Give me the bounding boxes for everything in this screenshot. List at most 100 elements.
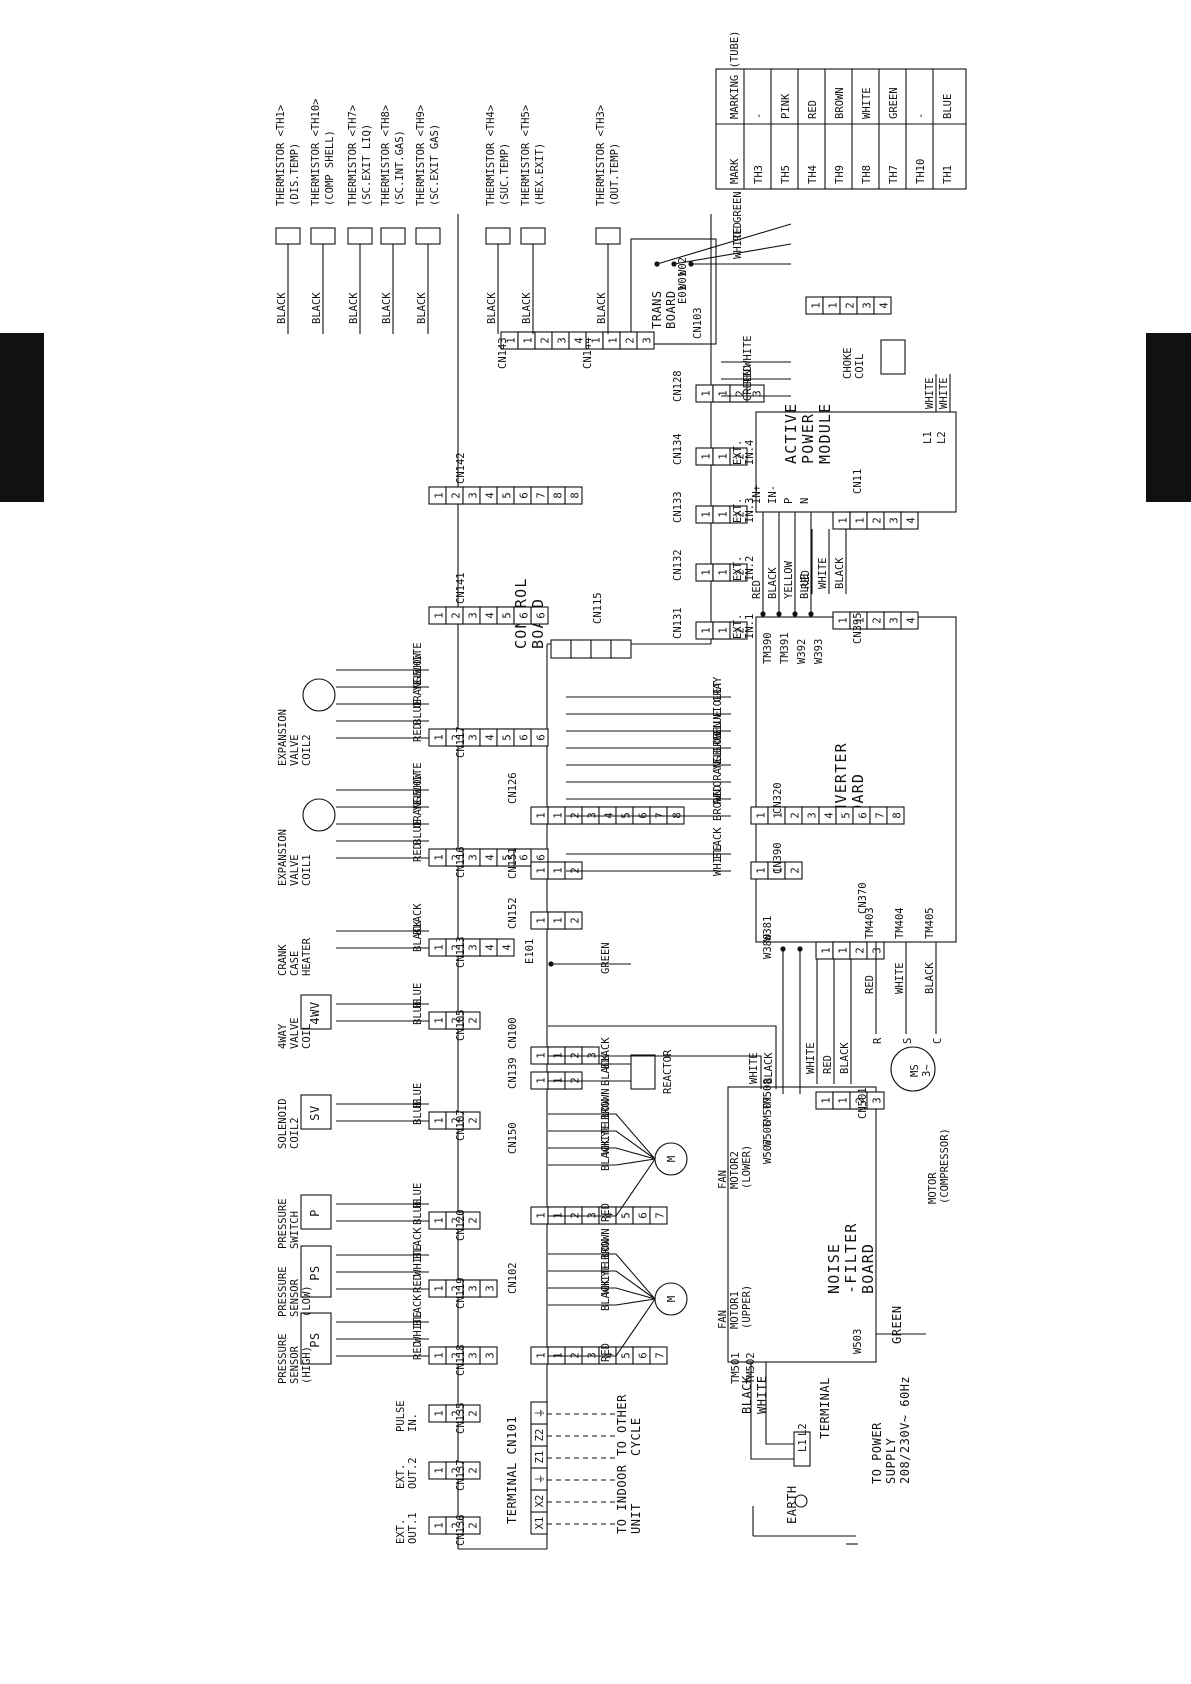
sensor-label: VALVE xyxy=(289,1017,301,1049)
cn100-wire-label: BLACK xyxy=(763,1052,775,1084)
ext-in-connector-pin-number: 1 xyxy=(718,569,730,575)
cn143-connector-pin: 2 xyxy=(534,331,553,350)
ext-out-connector-pin-number: 1 xyxy=(434,1522,446,1528)
ext-in-connector-pin: 2 xyxy=(729,563,748,582)
cn141-connector-pin-cell xyxy=(513,606,532,625)
inverter-tm-label: W392 xyxy=(796,639,808,664)
ext-out-label: PULSE xyxy=(395,1400,407,1432)
ext-in-connector-pin-number: 2 xyxy=(735,511,747,517)
cn152-label: CN152 xyxy=(507,897,519,929)
thermistor-sub-label: (SC.INT.GAS) xyxy=(394,130,406,206)
ext-in-connector-pin: 1 xyxy=(712,621,731,640)
cn501-connector-pin: 1 xyxy=(832,1091,851,1110)
ext-in-connector-pin: 1 xyxy=(712,505,731,524)
ext-in-connector-pin-number: 1 xyxy=(718,511,730,517)
cn320-connector-pin-number: 8 xyxy=(892,812,904,818)
fan-wire xyxy=(548,1113,656,1160)
ext-out-label: OUT.1 xyxy=(407,1512,419,1544)
ext-in-connector-pin-number: 1 xyxy=(701,569,713,575)
legend-row-marking: - xyxy=(915,113,927,119)
ext-in-connector-pin-cell xyxy=(729,505,748,524)
sensor-connector-pin-number: 2 xyxy=(451,1117,463,1123)
sensor-connector-pin-number: 3 xyxy=(468,854,480,860)
sensor-connector-pin-number: 3 xyxy=(468,944,480,950)
ext-in-connector-pin-number: 1 xyxy=(718,627,730,633)
fan-connector-pin-number: 5 xyxy=(621,1352,633,1358)
cn103-connector-pin: 3 xyxy=(856,296,875,315)
ext-out-connector-pin-cell xyxy=(445,1404,464,1423)
apm-wire-label: RED xyxy=(751,580,763,599)
fan-motor-label: MOTOR1 xyxy=(729,1291,741,1329)
sensor-wire-label: RED xyxy=(412,843,424,862)
cn320-label: CN320 xyxy=(772,782,784,814)
cn320-connector-pin: 8 xyxy=(886,806,905,825)
legend-row-marking: PINK xyxy=(780,93,792,119)
sensor-label: CASE xyxy=(289,951,301,976)
cn141-label: CN141 xyxy=(455,572,467,604)
cn101-pin-label: ⏚ xyxy=(534,1474,546,1485)
sensor-label: SENSOR xyxy=(289,1278,301,1317)
choke-coil-label: COIL xyxy=(854,354,866,379)
trans-wire-label: GREEN xyxy=(732,191,744,223)
cn320-wire-label: YELLOW xyxy=(712,731,724,770)
cn141-connector-pin-number: 3 xyxy=(468,612,480,618)
sensor-connector-pin-number: 2 xyxy=(468,1117,480,1123)
sensor-wire-label: BLUE xyxy=(412,983,424,1008)
cn141-connector-pin: 6 xyxy=(513,606,532,625)
thermistor-wire-label: BLACK xyxy=(596,292,608,324)
fan-connector-pin: 1 xyxy=(530,1206,549,1225)
apm-wire-label: BLUE xyxy=(799,574,811,599)
ext-in-connector-pin-cell xyxy=(729,447,748,466)
cn141-connector-pin-number: 1 xyxy=(434,612,446,618)
cn141-connector-pin-number: 4 xyxy=(485,612,497,618)
cn103-label: CN103 xyxy=(692,307,704,339)
sensor-wire-label: RED xyxy=(412,723,424,742)
reactor-wire-label: BLACK xyxy=(600,1054,612,1086)
cn126-connector-pin-number: 1 xyxy=(553,812,565,818)
cn320-connector-pin-number: 3 xyxy=(807,812,819,818)
thermistor-label: THERMISTOR <TH9> xyxy=(415,105,427,206)
cn144-connector-pin-cell xyxy=(636,331,655,350)
ext-out-connector-pin: 2 xyxy=(445,1461,464,1480)
cn395-connector-pin-number: 3 xyxy=(889,617,901,623)
sensor-cn-label: CN117 xyxy=(455,726,467,758)
cn142-connector-pin-number: 2 xyxy=(451,492,463,498)
cn142-connector-pin-number: 5 xyxy=(502,492,514,498)
sensor-connector-pin-number: 2 xyxy=(468,1017,480,1023)
sensor-connector-pin-number: 1 xyxy=(434,1017,446,1023)
power-supply-label: 208/230V~ 60Hz xyxy=(898,1376,912,1484)
cn142-connector-pin-number: 8 xyxy=(553,492,565,498)
sensor-connector-pin-number: 2 xyxy=(451,1017,463,1023)
cn501-w-label: W506 xyxy=(762,1121,774,1146)
ext-in-connector-pin-number: 1 xyxy=(701,511,713,517)
to-other-cycle-label: TO OTHER xyxy=(615,1394,629,1456)
ext-in-cn-label: CN134 xyxy=(672,433,684,465)
cn11-connector-pin: 1 xyxy=(832,511,851,530)
cn128-wire-label: RED xyxy=(742,365,754,384)
cn501-connector-pin-cell xyxy=(866,1091,885,1110)
thermistor-sub-label: (OUT.TEMP) xyxy=(609,143,621,206)
sensor-wire-label: BLUE xyxy=(412,1083,424,1108)
sensor-connector-pin-number: 1 xyxy=(434,854,446,860)
sensor-connector-pin-number: 6 xyxy=(536,734,548,740)
inverter-w-label: W380 xyxy=(762,934,774,959)
sensor-box xyxy=(300,1194,332,1230)
sensor-connector-pin-cell xyxy=(513,848,532,867)
sensor-connector-pin-number: 4 xyxy=(485,734,497,740)
cn320-connector-pin-number: 6 xyxy=(858,812,870,818)
legend-row-marking: BROWN xyxy=(834,87,846,119)
sensor-label: HEATER xyxy=(301,937,313,976)
fan-cn-label: CN102 xyxy=(507,1262,519,1294)
cn128-connector-pin-number: 3 xyxy=(752,390,764,396)
cn395-connector-pin-number: 1 xyxy=(855,617,867,623)
cn142-connector-pin: 4 xyxy=(479,486,498,505)
sensor-label: COIL2 xyxy=(289,1117,301,1149)
cn390-connector-pin-number: 1 xyxy=(756,867,768,873)
thermistor-wire-label: BLACK xyxy=(348,292,360,324)
cn370-connector-pin-number: 2 xyxy=(855,947,867,953)
cn142-connector-pin: 2 xyxy=(445,486,464,505)
sensor-connector-pin-number: 4 xyxy=(485,944,497,950)
sensor-label: (HIGH) xyxy=(301,1346,313,1384)
legend-row-marking: RED xyxy=(807,100,819,119)
